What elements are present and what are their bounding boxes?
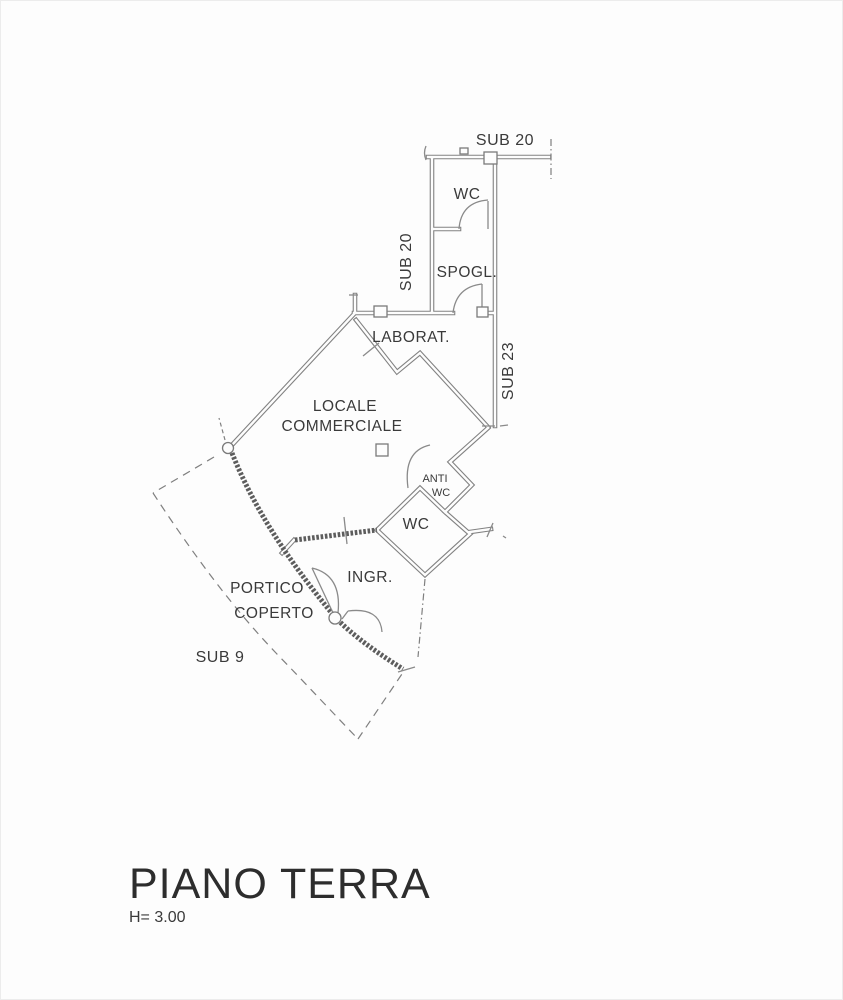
- plan-height-note: H= 3.00: [129, 909, 186, 926]
- label-sub20-top: SUB 20: [476, 132, 534, 149]
- portico-end-tick: [397, 666, 416, 673]
- wc-stub-dot: [502, 535, 507, 539]
- sub9-boundary: [152, 456, 405, 740]
- pillars: [221, 147, 498, 625]
- corner-column: [221, 441, 235, 455]
- label-ingresso: INGR.: [347, 569, 393, 586]
- wc-stub-tick: [486, 522, 494, 538]
- label-wc-top: WC: [454, 186, 481, 203]
- partition-opening-tick: [362, 342, 380, 357]
- portico-column: [328, 611, 342, 625]
- laborat-wall-pillar: [373, 305, 388, 318]
- label-portico-line1: PORTICO: [230, 580, 304, 597]
- top-wall-pillar: [483, 151, 498, 165]
- ingresso-wall: [294, 527, 378, 543]
- ingresso-door-left: [311, 567, 340, 616]
- label-locale-line2: COMMERCIALE: [282, 418, 403, 435]
- label-wc-main: WC: [403, 516, 430, 533]
- doors: [311, 199, 489, 633]
- label-sub20-side: SUB 20: [398, 233, 415, 291]
- label-anti-wc-line2: WC: [432, 487, 450, 499]
- label-locale-line1: LOCALE: [313, 398, 377, 415]
- anti-wc-door: [406, 444, 431, 489]
- sheet-title-block: PIANO TERRA H= 3.00: [129, 860, 431, 926]
- label-sub9: SUB 9: [196, 649, 245, 666]
- sub23-foot: [482, 424, 509, 427]
- wc-corner-boundary: [417, 578, 426, 658]
- locale-pillar: [375, 443, 389, 457]
- label-portico-line2: COPERTO: [234, 605, 314, 622]
- dashed-boundaries: [152, 139, 552, 740]
- spogl-door-jamb: [476, 306, 489, 318]
- label-laborat: LABORAT.: [372, 329, 450, 346]
- ingresso-wall-tick: [343, 516, 348, 545]
- ingresso-door-right: [341, 609, 383, 633]
- label-anti-wc-line1: ANTI: [422, 473, 447, 485]
- top-wall-hook: [423, 145, 427, 161]
- portico-curved-wall: [229, 452, 405, 672]
- top-wall-small-tick: [459, 147, 469, 155]
- label-sub23-side: SUB 23: [500, 342, 517, 400]
- label-spogl: SPOGL.: [437, 264, 498, 281]
- hatched-walls: [229, 452, 405, 672]
- plan-labels: SUB 20 SUB 20 SUB 23 SUB 9 WC SPOGL. LAB…: [196, 132, 534, 666]
- tick-marks: [343, 145, 509, 673]
- plan-title: PIANO TERRA: [129, 860, 431, 908]
- corner-column-dash: [218, 417, 226, 441]
- wc-top-door: [458, 199, 489, 230]
